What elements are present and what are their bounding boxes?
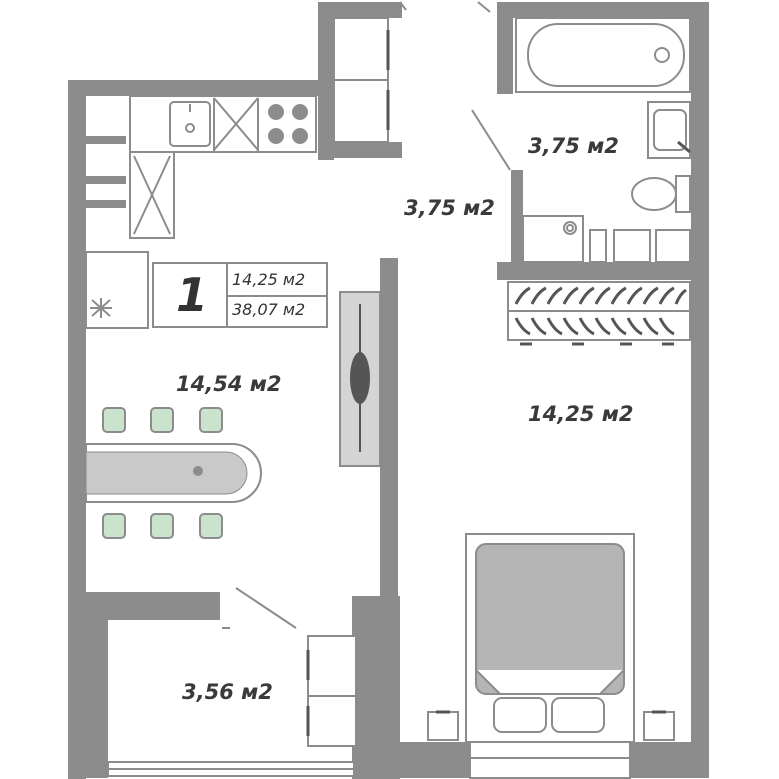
- badge-separator: [228, 295, 326, 297]
- kitchen-living-area-label: 14,54 м2: [176, 372, 282, 396]
- room-count: 1: [176, 268, 209, 322]
- fridge: [85, 251, 149, 329]
- washing-machine: [522, 215, 584, 263]
- balcony-window: [107, 761, 355, 777]
- hall-wardrobe: [333, 17, 390, 143]
- bathtub: [515, 17, 691, 93]
- doors: [222, 1, 511, 629]
- balcony-area-label: 3,56 м2: [182, 680, 273, 704]
- bedroom-area-label: 14,25 м2: [528, 402, 634, 426]
- apartment-summary-badge: 1 14,25 м2 38,07 м2: [152, 262, 328, 328]
- tv-panel: [339, 291, 381, 467]
- dining-table: [85, 443, 262, 503]
- hallway-area-label: 3,75 м2: [404, 196, 495, 220]
- bathroom-cabinets: [589, 229, 691, 263]
- badge-divider: [226, 264, 228, 326]
- living-area-value: 14,25 м2: [232, 270, 306, 289]
- dining-chairs: [102, 407, 223, 539]
- total-area-value: 38,07 м2: [232, 300, 306, 319]
- kitchen-counter: [129, 95, 317, 239]
- toilet: [631, 175, 691, 213]
- balcony-cabinet: [306, 635, 357, 747]
- bedroom-wardrobe: [507, 281, 691, 346]
- bedroom-window: [469, 741, 631, 779]
- bathroom-sink: [647, 101, 691, 159]
- bed: [427, 533, 675, 743]
- bathroom-area-label: 3,75 м2: [528, 134, 619, 158]
